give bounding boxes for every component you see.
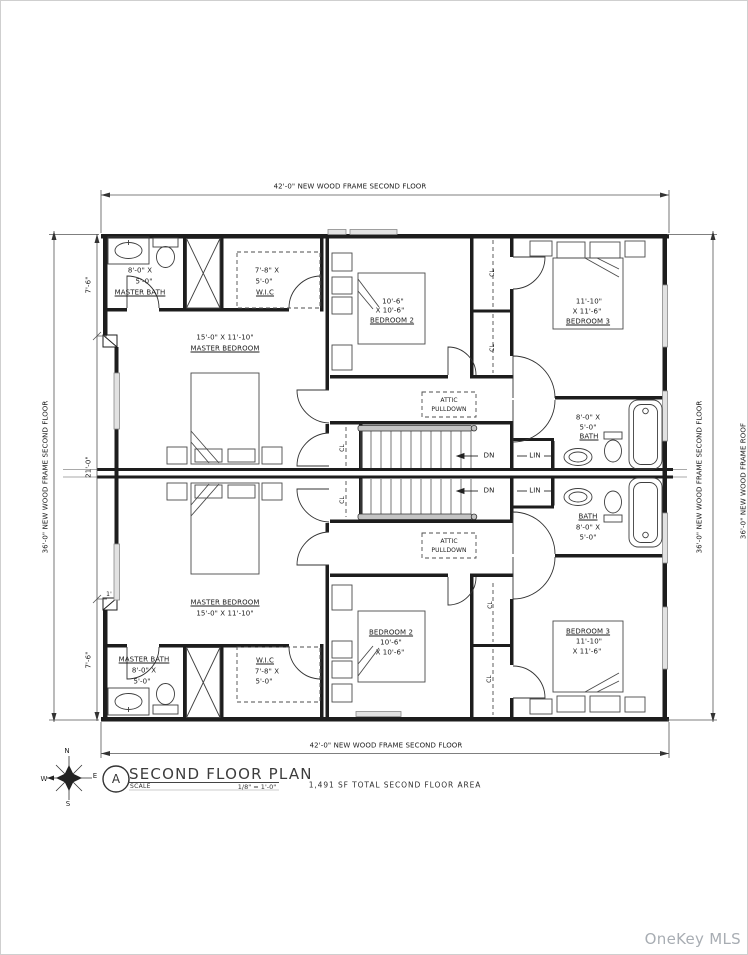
room-label: 11'-10" [575,297,603,306]
room-label: 10'-6" [380,638,402,647]
room-label: 8'-0" X [575,523,601,532]
detail-letter: A [111,772,121,786]
scale-value: 1/8" = 1'-0" [237,783,277,791]
closet-label-lin: LIN [529,486,541,495]
closet-label-lin: LIN [529,451,541,460]
toilet-tank [152,237,179,248]
compass-east-label: E [92,772,98,780]
room-name-wic: W.I.C [255,288,275,297]
room-label: 10'-6" [382,297,404,306]
closet-label-cl: CL [339,444,346,452]
stair-dn-label: DN [483,451,495,460]
room-name-bedroom-2: BEDROOM 2 [368,628,414,637]
dn-arrows [455,452,478,495]
closet-label-cl: CL [489,269,496,277]
stair-dn-label: DN [483,486,495,495]
compass-south-label: S [65,800,71,808]
room-label: 15'-0" X 11'-10" [196,333,254,342]
watermark: OneKey MLS [644,930,741,948]
compass-west-label: W [40,775,48,783]
room-label: 7'-8" X [254,667,280,676]
room-label: 11'-10" [575,637,603,646]
bathtub [628,399,663,470]
windows [113,229,668,717]
dimension-arrows [51,192,716,756]
dim-seg-top: 7'-6" [84,276,93,294]
room-label: 8'-0" X [575,413,601,422]
room-label: X 11'-6" [572,647,602,656]
bed [529,240,646,330]
bed [331,584,426,703]
room-label: 5'-0" [255,277,273,286]
dimension-lines [49,190,717,758]
room-name-bath: BATH [578,512,598,521]
closet-label-cl: CL [486,675,493,683]
room-label: X 11'-6" [572,307,602,316]
room-label: 5'-0" [579,423,597,432]
dim-right: 36'-0" NEW WOOD FRAME SECOND FLOOR [695,400,704,554]
toilet-bowl [156,246,175,268]
room-name-bedroom-3: BEDROOM 3 [565,317,611,326]
page-title: SECOND FLOOR PLAN [129,765,313,783]
dim-top: 42'-0" NEW WOOD FRAME SECOND FLOOR [273,182,427,191]
room-label: 15'-0" X 11'-10" [196,609,254,618]
attic-pulldown-label: ATTIC [440,538,458,545]
room-name-master-bath: MASTER BATH [118,655,170,664]
bed [529,620,646,715]
bed [166,372,283,465]
closet-label-cl: CL [487,601,494,609]
room-name-master-bath: MASTER BATH [114,288,166,297]
room-name-bedroom-3: BEDROOM 3 [565,627,611,636]
linen-closet-x [186,238,221,718]
dim-right-roof: 36'-0" NEW WOOD FRAME ROOF [739,422,748,540]
room-name-bath: BATH [579,432,599,441]
compass-rose [47,756,92,800]
doors [126,256,556,699]
scale-label: SCALE [130,783,151,790]
furniture [166,240,646,715]
room-label: 5'-0" [133,677,151,686]
room-label: 5'-0" [135,277,153,286]
attic-pulldown-label: PULLDOWN [431,406,467,413]
bed [166,482,283,575]
wall-step-joints [102,334,118,611]
room-label: 7'-8" X [254,266,280,275]
room-name-wic: W.I.C [255,656,275,665]
detail-marker [102,765,279,793]
room-label: 5'-0" [255,677,273,686]
attic-pulldown-label: ATTIC [440,397,458,404]
sink-counter [107,236,150,265]
bed [331,252,426,371]
dim-offset-note: 1' [106,591,112,598]
walls [97,234,673,722]
toilet-tank [603,431,623,440]
closet-label-cl: CL [339,496,346,504]
dim-seg-bot: 7'-6" [84,651,93,669]
attic-pulldown-label: PULLDOWN [431,547,467,554]
room-label: 8'-0" X [127,266,153,275]
stair-handrails [357,425,478,520]
compass-north-label: N [64,747,70,755]
dim-bottom: 42'-0" NEW WOOD FRAME SECOND FLOOR [309,741,463,750]
dashed-lines [236,240,494,715]
dim-seg-mid: 21'-0" [84,456,93,478]
closet-label-cl: CL [489,344,496,352]
dim-left: 36'-0" NEW WOOD FRAME SECOND FLOOR [41,400,50,554]
room-name-master-bedroom: MASTER BEDROOM [190,344,260,353]
room-label: X 10'-6" [375,648,405,657]
toilet-bowl [604,439,622,463]
room-label: 8'-0" X [131,666,157,675]
area-note: 1,491 SF TOTAL SECOND FLOOR AREA [308,780,482,790]
bath-fixtures [107,236,663,718]
stairs [357,425,478,520]
bathtub [628,477,663,548]
room-name-bedroom-2: BEDROOM 2 [369,316,415,325]
room-name-master-bedroom: MASTER BEDROOM [190,598,260,607]
room-label: 5'-0" [579,533,597,542]
room-label: X 10'-6" [375,306,405,315]
